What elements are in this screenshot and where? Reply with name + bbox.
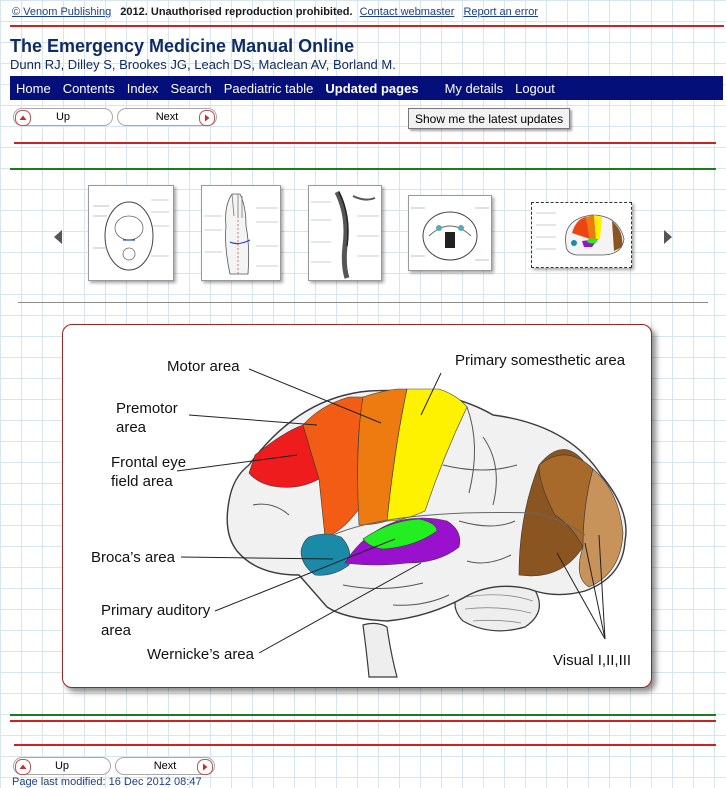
rule-green-1 <box>10 168 716 170</box>
label-premotor-line2: area <box>116 419 147 436</box>
thumbnail-brain-coronal[interactable] <box>408 195 492 271</box>
thumbnail-foot-nerves[interactable] <box>201 185 281 281</box>
next-label: Next <box>153 760 177 772</box>
brain-diagram-frame: Motor area Primary somesthetic area Prem… <box>62 324 652 688</box>
rule-red-3 <box>10 720 716 722</box>
thumbnail-skull-base[interactable] <box>88 185 174 281</box>
next-label: Next <box>155 111 179 123</box>
label-brocas-area: Broca’s area <box>91 549 175 566</box>
nav-updated-pages[interactable]: Updated pages <box>325 80 419 96</box>
carousel-prev-icon[interactable] <box>52 229 64 250</box>
latest-updates-tooltip: Show me the latest updates <box>408 108 571 129</box>
nav-logout[interactable]: Logout <box>515 80 555 96</box>
label-primary-auditory-line2: area <box>101 622 132 639</box>
carousel-next-icon[interactable] <box>662 229 674 250</box>
report-error-link[interactable]: Report an error <box>463 6 539 18</box>
nav-home[interactable]: Home <box>16 80 51 96</box>
rule-red-4 <box>14 744 716 746</box>
nav-contents[interactable]: Contents <box>62 80 115 96</box>
leader-lines <box>176 368 606 654</box>
up-arrow-icon <box>15 110 31 126</box>
label-motor-area: Motor area <box>167 358 240 375</box>
label-visual: Visual I,II,III <box>553 652 632 669</box>
contact-webmaster-link[interactable]: Contact webmaster <box>359 6 455 18</box>
next-arrow-icon <box>197 759 213 775</box>
gyri-lines <box>252 406 586 606</box>
up-label: Up <box>55 111 71 123</box>
site-title: The Emergency Medicine Manual Online <box>10 36 355 56</box>
next-button-top[interactable]: Next <box>117 108 217 126</box>
main-navbar: Home Contents Index Search Paediatric ta… <box>10 76 723 100</box>
label-primary-auditory-line1: Primary auditory <box>101 602 211 619</box>
brainstem-shape <box>362 622 398 678</box>
somesthetic-region <box>386 388 468 522</box>
label-frontal-eye-line1: Frontal eye <box>111 454 187 471</box>
brain-diagram <box>176 368 627 678</box>
thumbnail-brain-areas[interactable] <box>531 202 632 268</box>
nav-my-details[interactable]: My details <box>444 80 504 96</box>
nav-search[interactable]: Search <box>170 80 212 96</box>
copyright-link[interactable]: © Venom Publishing <box>12 6 112 18</box>
top-info-line: © Venom Publishing 2012. Unauthorised re… <box>12 6 544 18</box>
up-label: Up <box>54 760 70 772</box>
nav-index[interactable]: Index <box>126 80 159 96</box>
authors-line: Dunn RJ, Dilley S, Brookes JG, Leach DS,… <box>10 57 396 72</box>
nav-paediatric-table[interactable]: Paediatric table <box>223 80 314 96</box>
up-button-bottom[interactable]: Up <box>13 757 111 775</box>
carousel-divider <box>18 302 708 303</box>
visual-region-3 <box>578 468 624 588</box>
page-last-modified: Page last modified: 16 Dec 2012 08:47 <box>12 776 202 788</box>
rule-red-2 <box>14 142 716 144</box>
next-arrow-icon <box>199 110 215 126</box>
label-wernickes-area: Wernicke’s area <box>147 646 254 663</box>
label-frontal-eye-line2: field area <box>111 473 173 490</box>
top-rule <box>10 25 724 27</box>
up-button-top[interactable]: Up <box>13 108 113 126</box>
frontal-eye-field-region <box>248 424 320 488</box>
up-arrow-icon <box>15 759 31 775</box>
rule-green-2 <box>10 714 716 716</box>
copyright-text: 2012. Unauthorised reproduction prohibit… <box>120 6 353 18</box>
label-premotor-line1: Premotor <box>116 400 178 417</box>
label-primary-somesthetic-area: Primary somesthetic area <box>455 352 626 369</box>
thumbnail-arm-anatomy[interactable] <box>308 185 382 281</box>
next-button-bottom[interactable]: Next <box>115 757 215 775</box>
broca-region <box>300 533 351 576</box>
